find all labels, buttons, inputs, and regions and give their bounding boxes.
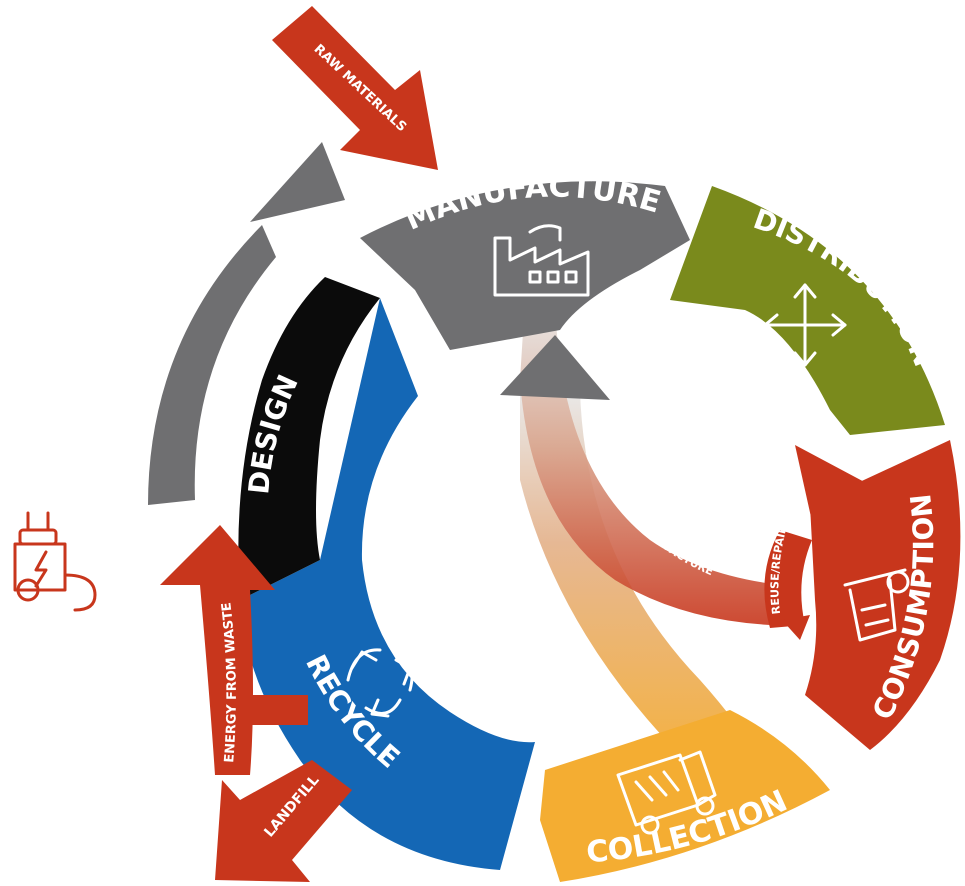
- consumption-arrowhead: [795, 445, 870, 535]
- energy-from-waste-label: ENERGY FROM WASTE: [219, 601, 240, 763]
- shopping-icon: [843, 568, 910, 642]
- garbage-truck-icon: [616, 750, 717, 835]
- distribution-band: [670, 186, 945, 435]
- return-arc: [148, 225, 276, 505]
- factory-icon: [493, 224, 590, 297]
- landfill-arrow: [215, 760, 352, 882]
- manufacture-band: [360, 181, 690, 350]
- consumption-band: [805, 440, 961, 750]
- energy-arrow: [160, 525, 275, 775]
- reuse-arrowhead: [782, 615, 810, 640]
- plug-energy-icon: [13, 511, 97, 612]
- manufacture-inner-arrow: [500, 335, 610, 400]
- return-arc-arrowhead: [250, 142, 345, 222]
- energy-connector: [248, 695, 308, 725]
- raw-materials-arrow: [272, 6, 438, 170]
- collection-band: [540, 710, 830, 882]
- design-band: [238, 277, 380, 600]
- recycle-icon: [346, 648, 414, 718]
- reuse-band: [764, 530, 812, 628]
- takeback-band: [520, 300, 780, 625]
- recycle-band: [240, 298, 535, 870]
- move-arrows-icon: [763, 283, 847, 367]
